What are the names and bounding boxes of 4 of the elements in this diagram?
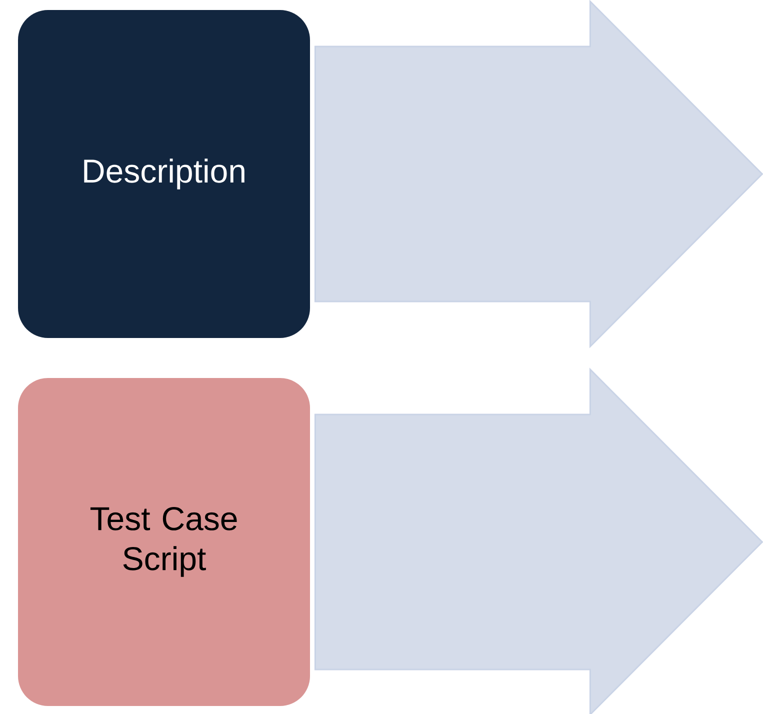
block-arrow [314, 368, 763, 714]
block-arrow [314, 0, 763, 348]
text-box: Description [18, 10, 310, 338]
text-box: Test Case Script [18, 378, 310, 706]
